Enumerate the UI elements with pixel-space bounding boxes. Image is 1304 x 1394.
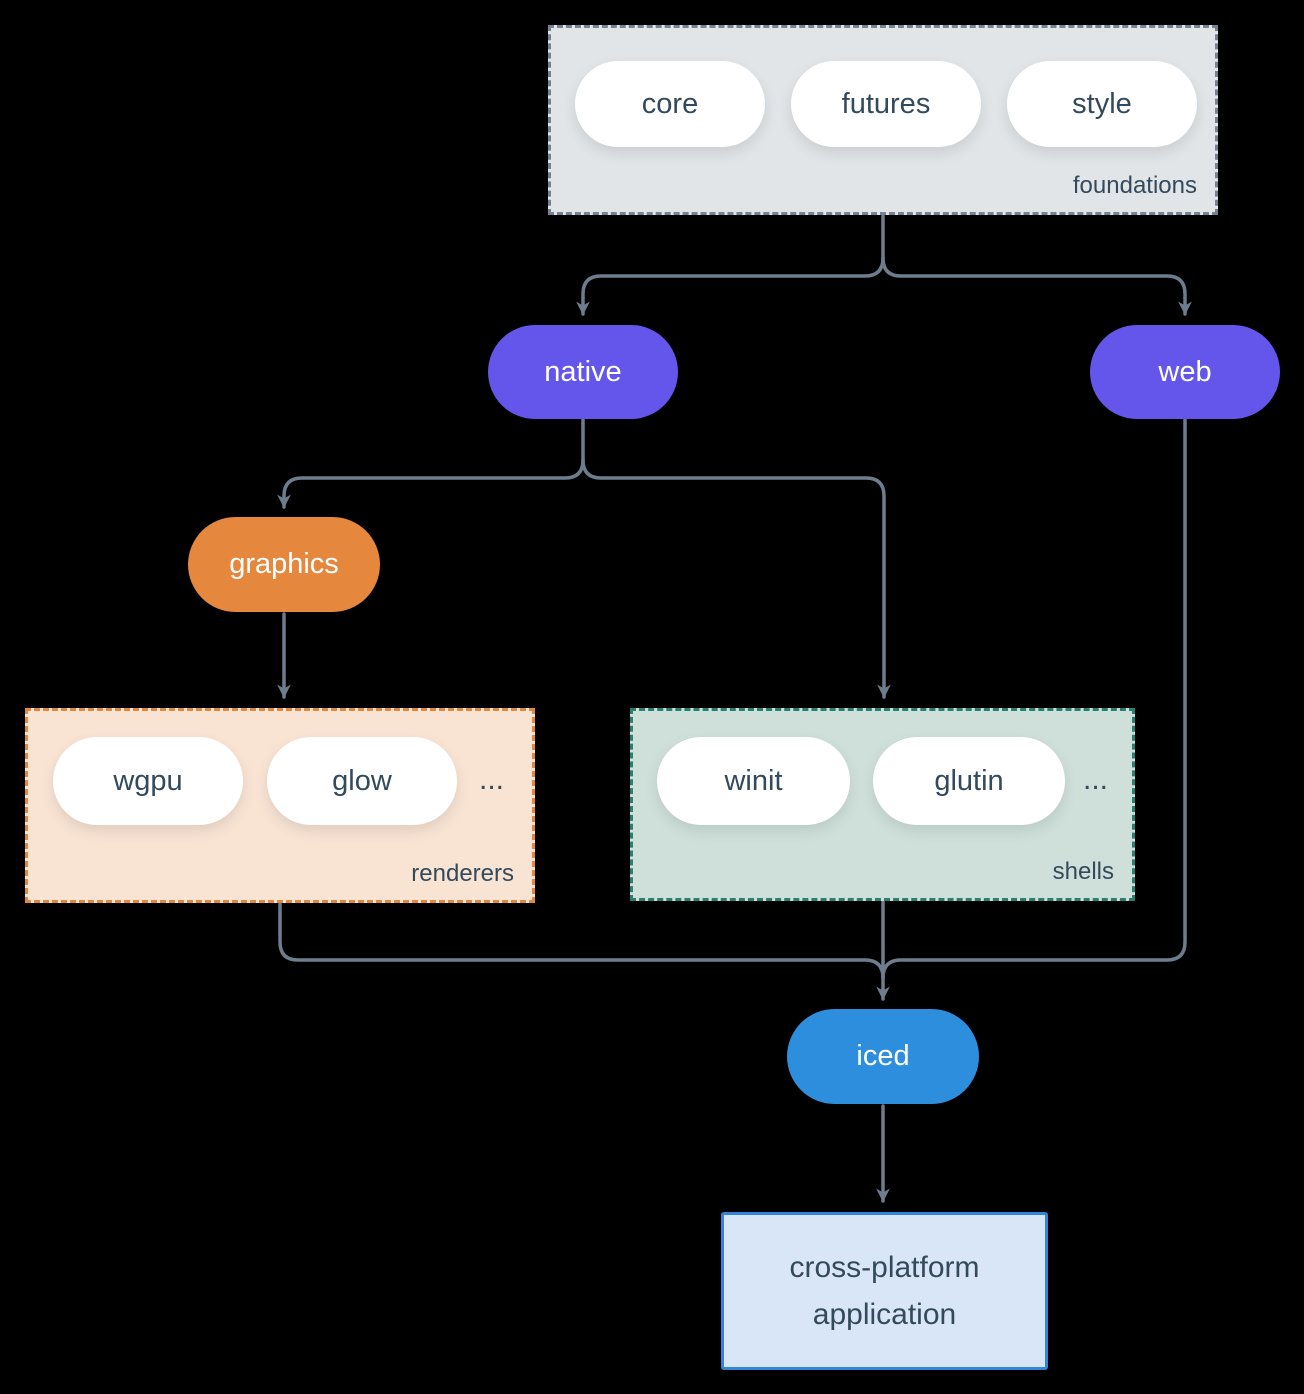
group-renderers: wgpu glow ... renderers <box>25 708 535 903</box>
group-label-foundations: foundations <box>1072 172 1197 199</box>
edge-foundations-web <box>881 256 1192 316</box>
edge-web-merge <box>881 418 1187 980</box>
node-core: core <box>575 61 765 147</box>
node-wgpu: wgpu <box>53 737 243 825</box>
node-cross-platform-application: cross-platform application <box>721 1212 1048 1370</box>
node-winit: winit <box>657 737 850 825</box>
edge-renderers-merge <box>278 902 885 980</box>
group-foundations: core futures style foundations <box>548 25 1218 215</box>
shells-ellipsis: ... <box>1082 763 1108 796</box>
edge-native-graphics <box>277 458 585 509</box>
group-label-shells: shells <box>1052 858 1114 885</box>
group-label-renderers: renderers <box>411 860 514 887</box>
edge-foundations-native <box>576 256 885 316</box>
node-graphics: graphics <box>188 517 380 612</box>
application-label-line1: cross-platform <box>789 1251 980 1284</box>
application-label-line2: application <box>812 1298 957 1331</box>
node-native: native <box>488 325 678 419</box>
edge-native-shells <box>581 458 891 699</box>
node-web: web <box>1090 325 1280 419</box>
node-iced: iced <box>787 1009 979 1104</box>
node-style: style <box>1007 61 1197 147</box>
group-shells: winit glutin ... shells <box>630 708 1135 901</box>
renderers-ellipsis: ... <box>478 763 504 796</box>
node-futures: futures <box>791 61 981 147</box>
node-glow: glow <box>267 737 457 825</box>
node-glutin: glutin <box>873 737 1065 825</box>
